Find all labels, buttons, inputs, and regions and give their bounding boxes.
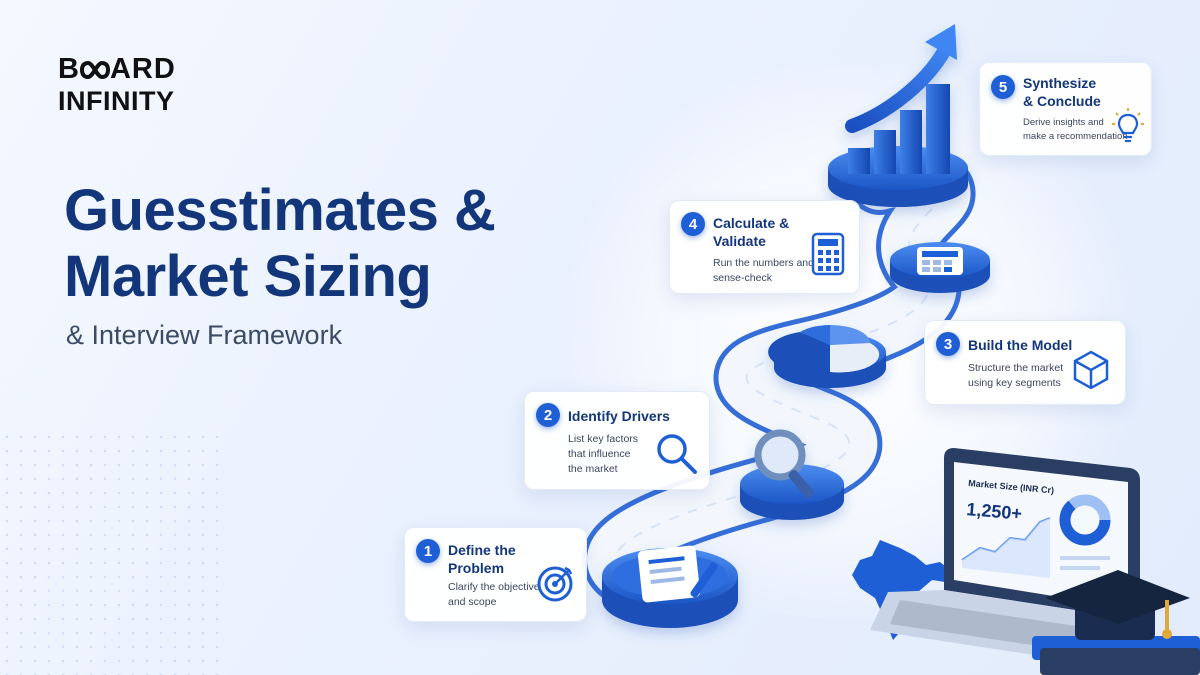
pedestal-growth-chart <box>828 24 968 207</box>
step-desc: Clarify the objective and scope <box>448 581 540 608</box>
pie-chart-object <box>768 325 880 374</box>
step-title: Define the Problem <box>448 542 516 576</box>
step-title: Synthesize & Conclude <box>1023 75 1101 109</box>
title-line-1: Guesstimates & <box>64 178 496 243</box>
infinity-icon <box>79 60 110 79</box>
step-number: 4 <box>681 212 705 236</box>
step-desc: Run the numbers and sense-check <box>713 257 814 284</box>
magnifier-object <box>754 429 814 498</box>
logo-line-infinity: INFINITY <box>58 86 175 116</box>
graduation-cap-and-books <box>1032 570 1200 675</box>
brand-logo: B ARD INFINITY <box>58 55 176 115</box>
step-number: 1 <box>416 539 440 563</box>
pedestal-calculator <box>890 242 990 293</box>
step-card-2: 2 Identify Drivers List key factors that… <box>524 391 710 490</box>
step-number: 5 <box>991 75 1015 99</box>
step-desc: List key factors that influence the mark… <box>568 433 639 475</box>
india-map-icon <box>852 540 950 640</box>
pedestal-pie <box>768 325 886 388</box>
pedestal-magnifier <box>740 429 844 520</box>
step-card-3: 3 Build the Model Structure the market u… <box>924 320 1126 405</box>
calculator-object <box>917 247 963 275</box>
step-card-1: 1 Define the Problem Clarify the objecti… <box>404 527 587 622</box>
title-line-2: Market Sizing <box>64 244 432 309</box>
target-icon <box>537 566 573 602</box>
dot-pattern <box>0 430 230 675</box>
step-title: Calculate & Validate <box>713 215 790 249</box>
step-number: 3 <box>936 332 960 356</box>
page-title: Guesstimates & Market Sizing <box>64 178 496 310</box>
page-subtitle: & Interview Framework <box>66 320 343 350</box>
laptop-value: 1,250+ <box>966 499 1023 524</box>
step-number: 2 <box>536 403 560 427</box>
document-icon <box>637 545 718 603</box>
calculator-icon <box>811 232 845 276</box>
logo-letter-b: B <box>58 53 80 85</box>
winding-road <box>582 146 976 618</box>
step-desc: Derive insights and make a recommendatio… <box>1023 117 1128 142</box>
cube-icon <box>1073 350 1109 390</box>
step-desc: Structure the market using key segments <box>968 362 1064 389</box>
step-card-5: 5 Synthesize & Conclude Derive insights … <box>979 62 1152 156</box>
lightbulb-icon <box>1112 108 1144 143</box>
step-card-4: 4 Calculate & Validate Run the numbers a… <box>669 200 860 294</box>
logo-letters-ard: ARD <box>109 53 176 85</box>
step-title: Build the Model <box>968 337 1073 353</box>
step-title: Identify Drivers <box>568 408 670 424</box>
magnifier-icon <box>657 434 697 474</box>
pedestal-document <box>602 545 738 628</box>
